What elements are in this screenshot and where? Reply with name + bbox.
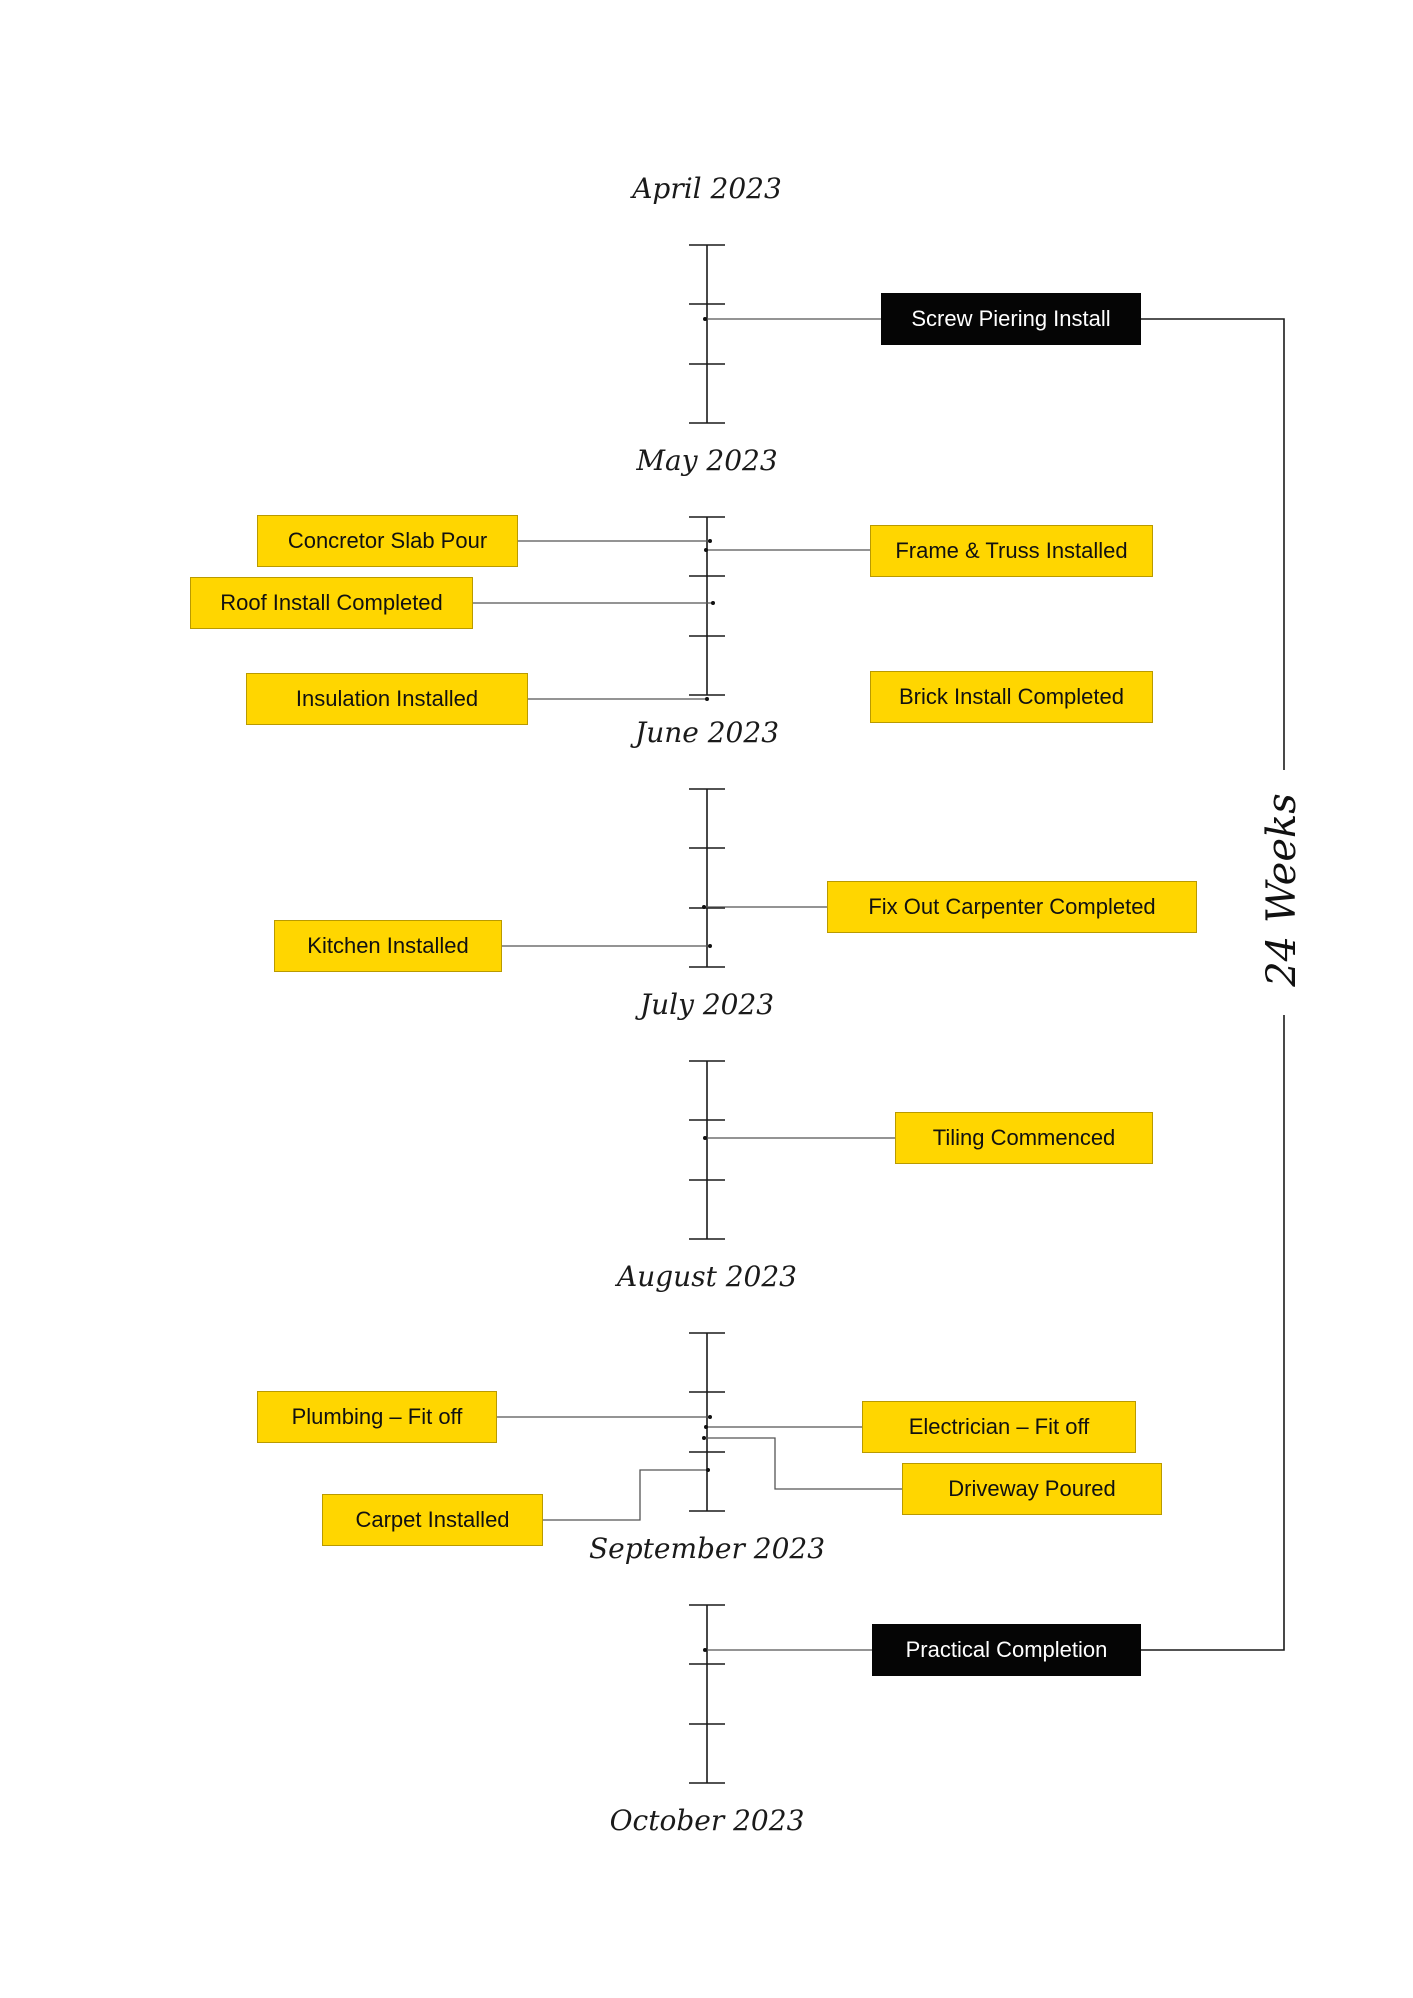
month-label-may: May 2023 xyxy=(636,444,778,477)
milestone-frame-truss-installed: Frame & Truss Installed xyxy=(870,525,1153,577)
month-label-september: September 2023 xyxy=(588,1532,826,1565)
duration-label: 24 Weeks xyxy=(1259,793,1305,987)
timeline-dot xyxy=(704,1425,708,1429)
timeline-dot xyxy=(711,601,715,605)
month-label-august: August 2023 xyxy=(617,1260,797,1293)
milestone-carpet-installed: Carpet Installed xyxy=(322,1494,543,1546)
timeline-dots xyxy=(702,317,715,1652)
milestone-tiling-commenced: Tiling Commenced xyxy=(895,1112,1153,1164)
timeline-dot xyxy=(708,1415,712,1419)
milestone-roof-install-completed: Roof Install Completed xyxy=(190,577,473,629)
month-label-october: October 2023 xyxy=(609,1804,805,1837)
timeline-dot xyxy=(708,539,712,543)
milestone-insulation-installed: Insulation Installed xyxy=(246,673,528,725)
timeline-dot xyxy=(703,1136,707,1140)
timeline-dot xyxy=(703,317,707,321)
connector-line xyxy=(704,1437,902,1490)
connector-line xyxy=(543,1469,708,1521)
month-label-july: July 2023 xyxy=(639,988,775,1021)
milestone-kitchen-installed: Kitchen Installed xyxy=(274,920,502,972)
timeline-dot xyxy=(702,1436,706,1440)
timeline-dot xyxy=(704,548,708,552)
milestone-brick-install-completed: Brick Install Completed xyxy=(870,671,1153,723)
milestone-plumbing-fit-off: Plumbing – Fit off xyxy=(257,1391,497,1443)
bracket-line-top xyxy=(1141,318,1285,770)
month-label-april: April 2023 xyxy=(632,172,782,205)
milestone-practical-completion: Practical Completion xyxy=(872,1624,1141,1676)
timeline-dot xyxy=(702,905,706,909)
milestone-fix-out-carpenter-completed: Fix Out Carpenter Completed xyxy=(827,881,1197,933)
milestone-driveway-poured: Driveway Poured xyxy=(902,1463,1162,1515)
timeline-axis xyxy=(689,244,725,1784)
timeline-dot xyxy=(705,697,709,701)
duration-bracket xyxy=(1141,318,1285,1651)
connector-lines xyxy=(473,318,902,1651)
bracket-line-bottom xyxy=(1141,1015,1285,1651)
timeline-dot xyxy=(703,1648,707,1652)
milestone-concretor-slab-pour: Concretor Slab Pour xyxy=(257,515,518,567)
timeline-dot xyxy=(706,1468,710,1472)
timeline-dot xyxy=(708,944,712,948)
milestone-screw-piering-install: Screw Piering Install xyxy=(881,293,1141,345)
month-label-june: June 2023 xyxy=(634,716,780,749)
milestone-electrician-fit-off: Electrician – Fit off xyxy=(862,1401,1136,1453)
